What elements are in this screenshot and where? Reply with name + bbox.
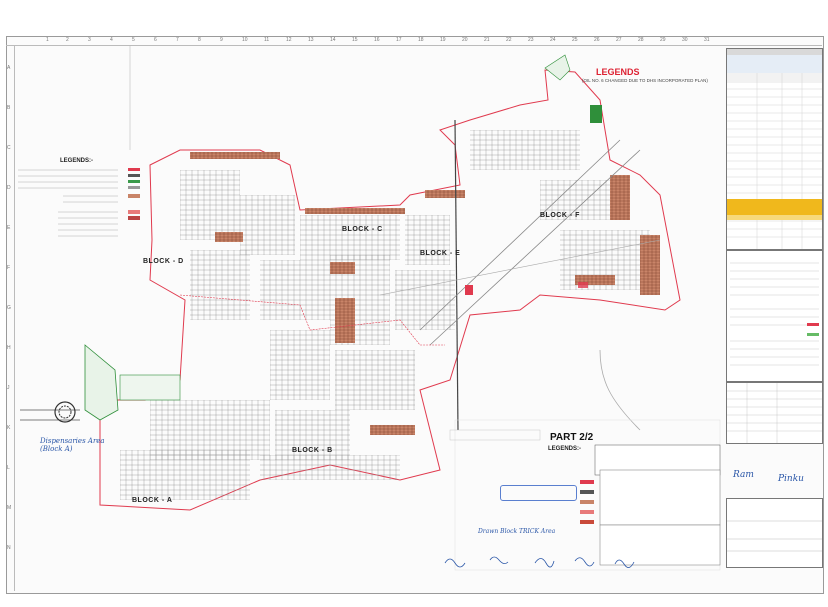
block-d-label: BLOCK - D — [143, 258, 184, 265]
title-block-lines — [727, 520, 822, 552]
block-c-label: BLOCK - C — [342, 226, 383, 233]
part-title: PART 2/2 — [550, 432, 594, 443]
top-legends-title: LEGENDS — [596, 67, 640, 77]
bottom-legends-title: LEGENDS:- — [548, 446, 581, 452]
block-e-label: BLOCK - E — [420, 250, 461, 257]
handwritten-left-note: Dispensaries Area (Block A) — [40, 437, 105, 453]
notes-panel — [726, 250, 823, 382]
left-legend-rows — [18, 168, 140, 237]
signature-2: Pinku — [778, 474, 804, 484]
top-legends-note: (OIL NO. 6 CHANGED DUE TO DHS INCORPORAT… — [582, 78, 708, 83]
notes-lines — [730, 262, 819, 366]
left-legends-title: LEGENDS:- — [60, 158, 93, 164]
block-b-label: BLOCK - B — [292, 447, 333, 454]
block-a-label: BLOCK - A — [132, 497, 173, 504]
signature-row — [444, 556, 635, 568]
block-f-label: BLOCK - F — [540, 212, 580, 219]
area-statement-table — [726, 48, 823, 250]
official-stamp — [500, 485, 577, 501]
handwritten-bottom-note: Drawn Block TRICK Area — [478, 528, 556, 535]
table-grid — [727, 49, 822, 249]
signature-1: Ram — [733, 470, 754, 480]
title-block — [726, 498, 823, 568]
block-table-grid — [727, 383, 822, 443]
block-area-table — [726, 382, 823, 444]
